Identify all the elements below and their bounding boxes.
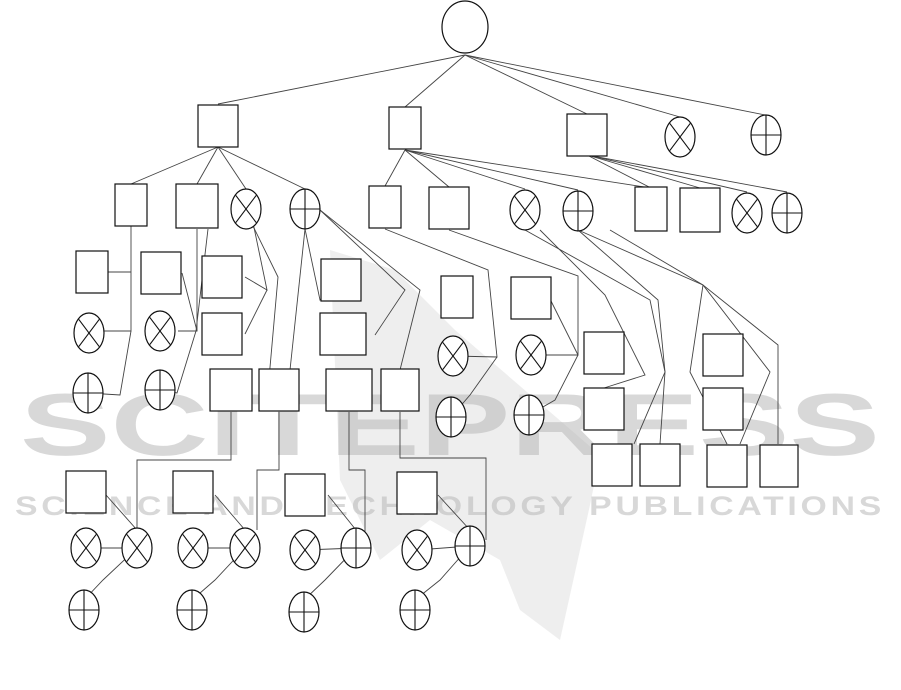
or-gateway-icon	[289, 592, 319, 632]
xor-gateway-icon	[732, 193, 762, 233]
xor-gateway-icon	[665, 117, 695, 157]
task-box	[707, 445, 747, 487]
task-box	[320, 313, 366, 355]
task-box	[640, 444, 680, 486]
or-gateway-icon	[772, 193, 802, 233]
xor-gateway-icon	[74, 313, 104, 353]
task-box	[703, 334, 743, 376]
or-gateway-icon	[341, 528, 371, 568]
task-box	[584, 388, 624, 430]
task-box	[173, 471, 213, 513]
task-box	[429, 187, 469, 229]
task-box	[285, 474, 325, 516]
task-box	[760, 445, 798, 487]
xor-gateway-icon	[438, 336, 468, 376]
start-node	[442, 1, 488, 53]
xor-gateway-icon	[510, 190, 540, 230]
task-box	[397, 472, 437, 514]
task-box	[511, 277, 551, 319]
task-box	[176, 184, 218, 228]
task-box	[441, 276, 473, 318]
or-gateway-icon	[145, 370, 175, 410]
or-gateway-icon	[73, 373, 103, 413]
task-box	[202, 256, 242, 298]
xor-gateway-icon	[178, 528, 208, 568]
or-gateway-icon	[290, 189, 320, 229]
task-box	[567, 114, 607, 156]
task-box	[369, 186, 401, 228]
or-gateway-icon	[177, 590, 207, 630]
xor-gateway-icon	[231, 189, 261, 229]
xor-gateway-icon	[122, 528, 152, 568]
xor-gateway-icon	[516, 335, 546, 375]
or-gateway-icon	[400, 590, 430, 630]
or-gateway-icon	[751, 115, 781, 155]
task-box	[584, 332, 624, 374]
task-box	[259, 369, 299, 411]
task-box	[115, 184, 147, 226]
task-box	[198, 105, 238, 147]
task-box	[389, 107, 421, 149]
or-gateway-icon	[514, 395, 544, 435]
task-box	[210, 369, 252, 411]
xor-gateway-icon	[71, 528, 101, 568]
task-box	[326, 369, 372, 411]
xor-gateway-icon	[290, 530, 320, 570]
xor-gateway-icon	[402, 530, 432, 570]
task-box	[635, 187, 667, 231]
or-gateway-icon	[563, 191, 593, 231]
task-box	[321, 259, 361, 301]
or-gateway-icon	[69, 590, 99, 630]
task-box	[592, 444, 632, 486]
or-gateway-icon	[436, 397, 466, 437]
or-gateway-icon	[455, 526, 485, 566]
xor-gateway-icon	[145, 311, 175, 351]
task-box	[202, 313, 242, 355]
task-box	[66, 471, 106, 513]
task-box	[680, 188, 720, 232]
task-box	[76, 251, 108, 293]
task-box	[703, 388, 743, 430]
task-box	[381, 369, 419, 411]
xor-gateway-icon	[230, 528, 260, 568]
task-box	[141, 252, 181, 294]
watermark-tagline: SCIENCE AND TECHNOLOGY PUBLICATIONS	[15, 491, 885, 521]
